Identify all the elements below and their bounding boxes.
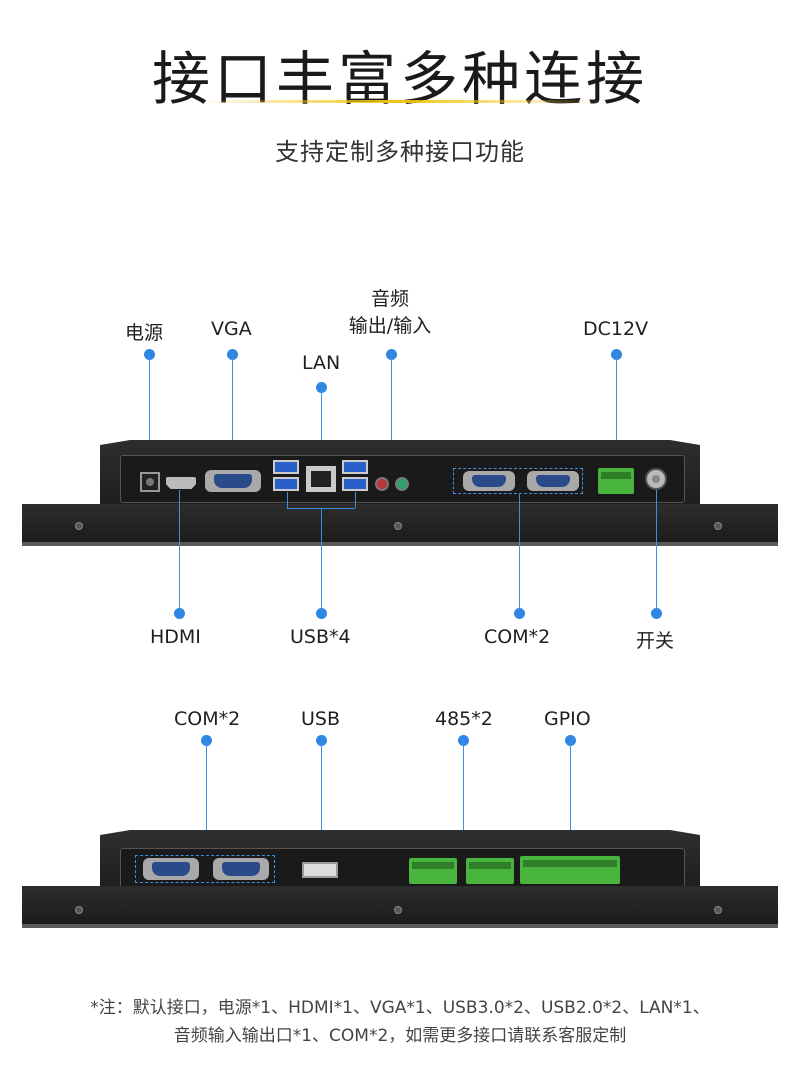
mounting-flange-1 (22, 504, 778, 546)
callout-line-audio (391, 354, 392, 472)
callout-line-usb-bottom (321, 740, 322, 862)
callout-line-gpio (570, 740, 571, 856)
usb-port-icon (342, 477, 368, 491)
footnote-line-1: *注：默认接口，电源*1、HDMI*1、VGA*1、USB3.0*2、USB2.… (90, 998, 710, 1018)
hdmi-port-icon (166, 477, 196, 489)
usb-port-icon (302, 862, 338, 878)
callout-line-usb (321, 508, 322, 610)
label-usb4: USB*4 (290, 626, 351, 648)
label-lan: LAN (302, 352, 341, 374)
screw-icon (714, 906, 722, 914)
label-com2-bottom: COM*2 (174, 708, 241, 730)
usb3-port-icon (273, 477, 299, 491)
callout-line-power (149, 354, 150, 464)
usb-port-icon (342, 460, 368, 474)
com-group-box-bottom (135, 855, 275, 883)
callout-line-switch (656, 490, 657, 610)
page-subtitle: 支持定制多种接口功能 (275, 138, 525, 166)
callout-dot-com (514, 608, 525, 619)
callout-dot-switch (651, 608, 662, 619)
title-underline (195, 100, 605, 103)
label-power: 电源 (125, 322, 164, 344)
callout-line-com (519, 494, 520, 610)
gpio-terminal-icon (520, 856, 620, 884)
usb3-port-icon (273, 460, 299, 474)
label-485: 485*2 (435, 708, 493, 730)
label-audio: 音频 输出/输入 (340, 286, 440, 340)
label-gpio: GPIO (544, 708, 591, 730)
label-dc12v: DC12V (583, 318, 649, 340)
callout-bracket-usb-left (287, 492, 288, 508)
label-audio-line2: 输出/输入 (348, 315, 432, 337)
label-switch: 开关 (636, 630, 675, 652)
page-title: 接口丰富多种连接 (151, 45, 648, 113)
footnote-line-2: 音频输入输出口*1、COM*2，如需更多接口请联系客服定制 (173, 1026, 627, 1046)
screw-icon (75, 522, 83, 530)
screw-icon (394, 906, 402, 914)
label-vga: VGA (211, 318, 252, 340)
label-audio-line1: 音频 (370, 288, 409, 310)
com-port-icon (143, 858, 199, 880)
label-hdmi: HDMI (150, 626, 201, 648)
callout-dot-hdmi (174, 608, 185, 619)
dc-power-jack-icon (140, 472, 160, 492)
callout-line-vga (232, 354, 233, 466)
rs485-terminal-icon (409, 858, 457, 884)
callout-bracket-usb-right (355, 492, 356, 508)
audio-out-jack-icon (375, 477, 389, 491)
screw-icon (75, 906, 83, 914)
lan-port-icon (306, 466, 336, 492)
callout-line-com-bottom (206, 740, 207, 852)
callout-line-hdmi (179, 490, 180, 610)
screw-icon (394, 522, 402, 530)
power-switch-icon (645, 468, 667, 490)
com-port-icon (527, 471, 579, 491)
audio-in-jack-icon (395, 477, 409, 491)
vga-port-icon (205, 470, 261, 492)
callout-line-lan (321, 387, 322, 463)
callout-line-485 (463, 740, 464, 844)
com-port-icon (463, 471, 515, 491)
rs485-terminal-icon (466, 858, 514, 884)
label-com2: COM*2 (484, 626, 551, 648)
label-usb-bottom: USB (301, 708, 341, 730)
com-port-icon (213, 858, 269, 880)
com-group-box (453, 468, 583, 494)
screw-icon (714, 522, 722, 530)
callout-dot-usb (316, 608, 327, 619)
callout-line-dc12v (616, 354, 617, 466)
dc12v-terminal-icon (598, 468, 634, 494)
